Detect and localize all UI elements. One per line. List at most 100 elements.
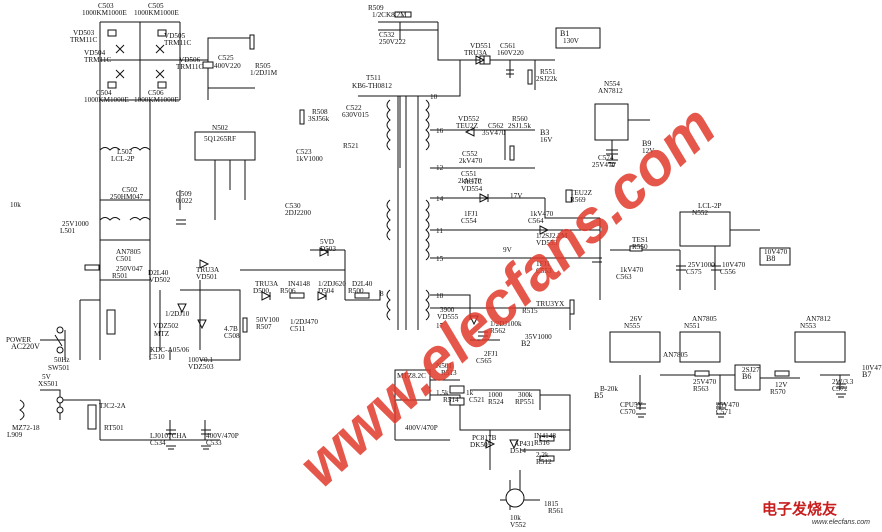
component-label: 1815	[544, 500, 559, 508]
component-label: R509	[368, 4, 384, 12]
watermark-text: www.elecfans.com	[286, 92, 728, 500]
component-label: L909	[7, 431, 23, 439]
component-label: R505	[255, 62, 271, 70]
component-label: 2W/3.3	[832, 378, 854, 386]
component-label: 1FJ1	[464, 210, 478, 218]
component-label: 1000KM1000E	[134, 96, 179, 104]
component-label: R500	[348, 287, 364, 295]
component-labels: C5031000KM1000EC5051000KM1000EVD503TRM11…	[6, 2, 882, 529]
component-label: R561	[548, 507, 564, 515]
component-label: 16V	[540, 136, 553, 144]
component-label: AN7805	[692, 315, 717, 323]
component-label: VDZ502	[153, 322, 179, 330]
component-label: 250HM047	[110, 193, 144, 201]
component-label: R551	[540, 68, 556, 76]
component-label: C503	[98, 2, 114, 10]
component-label: 1FJ1	[536, 260, 550, 268]
component-label: SW501	[48, 364, 70, 372]
logo-site-text: www.elecfans.com	[812, 519, 870, 526]
component-label: B2	[521, 339, 530, 348]
pin-number: 10	[430, 93, 438, 101]
component-label: 160V220	[497, 49, 524, 57]
component-label: B7	[862, 370, 871, 379]
component-label: XS501	[38, 380, 58, 388]
component-label: 1000KM1000E	[84, 96, 129, 104]
component-label: N554	[604, 80, 620, 88]
component-label: AC220V	[11, 342, 40, 351]
component-label: 1000KM1000E	[82, 9, 127, 17]
pin-number: 16	[436, 127, 444, 135]
pin-number: 17V	[510, 192, 523, 200]
component-label: VD552	[458, 115, 480, 123]
component-label: R550	[632, 243, 648, 251]
pin-number: 15	[436, 255, 444, 263]
component-label: VD551	[470, 42, 492, 50]
component-label: 2SJ22k	[536, 75, 558, 83]
component-label: R512	[536, 458, 552, 466]
component-label: 2SJ27	[742, 366, 760, 374]
component-label: TRM11C	[176, 63, 203, 71]
component-label: C509	[176, 190, 192, 198]
component-label: D504	[318, 287, 334, 295]
component-label: D500	[253, 287, 269, 295]
component-label: 400V220	[214, 62, 241, 70]
component-label: R515	[522, 307, 538, 315]
component-label: C553	[536, 267, 552, 275]
component-label: C522	[346, 104, 362, 112]
component-label: D2L40	[148, 269, 169, 277]
component-label: AN7812	[598, 87, 623, 95]
component-label: 300k	[518, 391, 533, 399]
component-label: 1/2DJ10	[165, 310, 190, 318]
component-label: B1	[560, 29, 569, 38]
component-label: MZ72-18	[12, 424, 40, 432]
component-label: R569	[570, 196, 586, 204]
component-label: 1kV470	[530, 210, 554, 218]
component-label: AN7805	[116, 248, 141, 256]
component-label: 2kV470	[459, 157, 483, 165]
component-label: KB6-TH0812	[352, 82, 392, 90]
component-label: VD505	[164, 32, 186, 40]
component-label: 130V	[563, 37, 580, 45]
component-label: 10V470	[764, 248, 788, 256]
component-label: N551	[684, 322, 700, 330]
component-label: 2.2k	[536, 451, 549, 459]
component-label: 25V470	[592, 161, 616, 169]
component-label: C565	[476, 357, 492, 365]
component-label: L501	[60, 227, 76, 235]
component-label: 1kV1000	[296, 155, 323, 163]
component-label: 4.7B	[224, 325, 238, 333]
component-label: C571	[716, 408, 732, 416]
component-label: VD501	[196, 273, 218, 281]
component-label: D2L40	[352, 280, 373, 288]
component-label: T511	[366, 74, 381, 82]
component-label: 1/2CK8.2M	[372, 11, 407, 19]
component-label: C551	[461, 170, 477, 178]
component-label: RP551	[515, 398, 535, 406]
component-label: LCL-2P	[111, 155, 135, 163]
component-label: N555	[624, 322, 640, 330]
component-label: AN7812	[806, 315, 831, 323]
component-label: MTZ8.2C	[397, 372, 426, 380]
component-label: C511	[290, 325, 306, 333]
component-label: C554	[461, 217, 477, 225]
component-label: B5	[594, 391, 603, 400]
component-label: B6	[742, 372, 751, 381]
component-label: R507	[256, 323, 272, 331]
component-label: B9	[642, 139, 651, 148]
component-label: TRU3YX	[536, 300, 565, 308]
component-label: C521	[469, 396, 485, 404]
component-label: 12V	[775, 381, 788, 389]
component-label: 2kV470	[458, 177, 482, 185]
component-label: AN7805	[663, 351, 688, 359]
component-label: POWER	[6, 336, 31, 344]
component-label: 1/2SJ2.2M	[536, 232, 568, 240]
component-label: 250V047	[116, 265, 143, 273]
component-label: 10k	[10, 201, 21, 209]
component-label: 10k	[510, 514, 521, 522]
component-label: VD553	[536, 239, 558, 247]
pin-number: 8	[380, 290, 384, 298]
component-label: N552	[692, 209, 708, 217]
pin-number: 18	[436, 292, 444, 300]
component-label: VD554	[461, 185, 483, 193]
